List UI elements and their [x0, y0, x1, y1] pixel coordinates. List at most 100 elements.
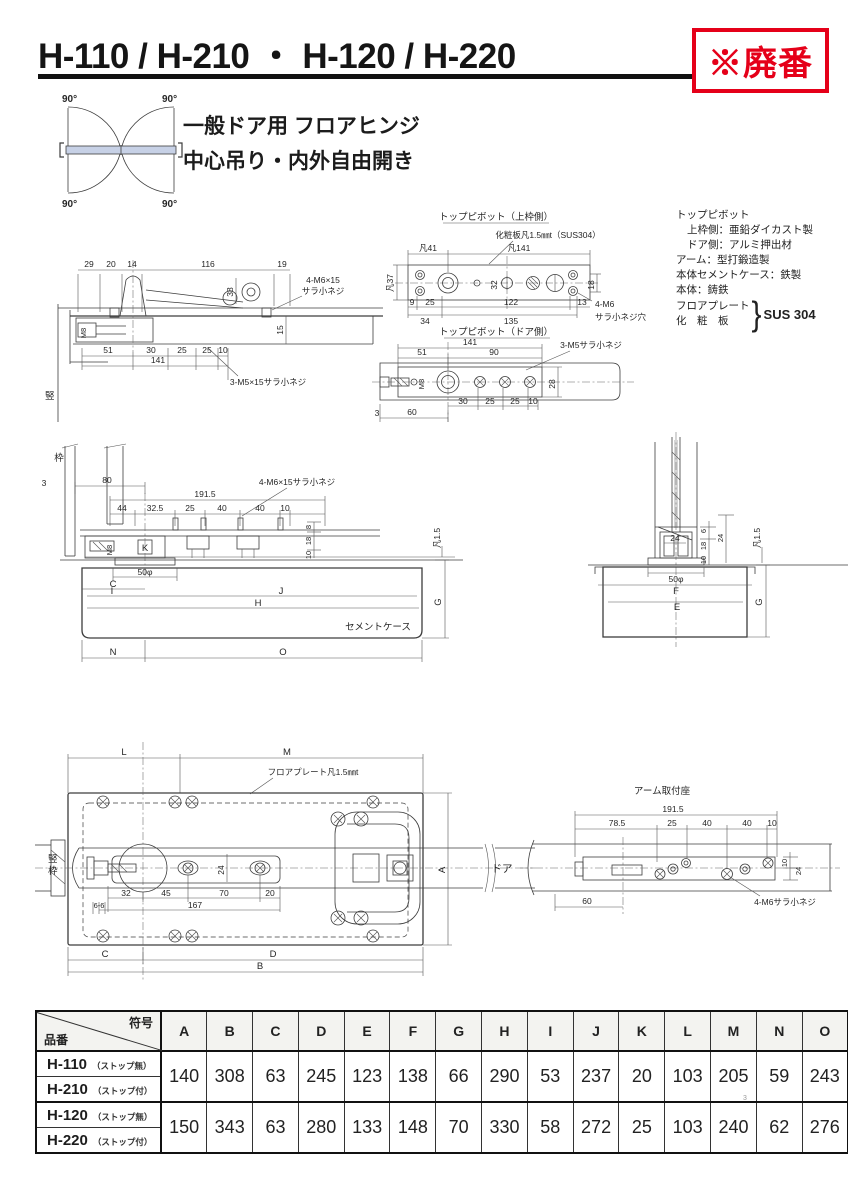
model-name: H-110: [47, 1055, 88, 1073]
dim-label: 32: [121, 888, 131, 898]
dim-label: 50φ: [138, 567, 153, 577]
dim-label: 25: [177, 345, 187, 355]
dim-label: J: [279, 586, 284, 597]
dim-label: 40: [217, 503, 227, 513]
dim-value: 150: [160, 1101, 208, 1154]
dim-label: 18: [304, 537, 313, 545]
model-cell: H-220（ストップ付）: [35, 1127, 162, 1154]
dim-label: 40: [255, 503, 265, 513]
plate-screws: [96, 795, 380, 943]
col-header: H: [481, 1010, 528, 1052]
dim-value: 103: [664, 1050, 712, 1103]
dimension-lines: [393, 250, 601, 318]
dim-value: 66: [435, 1050, 483, 1103]
table-row: H-220（ストップ付）: [35, 1127, 848, 1154]
plate-note: 凡1.5: [752, 528, 762, 549]
drawing-head-section: 29 20 14 116 19 38 15 51 30 25 25 10 141…: [45, 259, 383, 422]
sus-grade: SUS 304: [763, 306, 816, 322]
dim-label: 10: [280, 503, 290, 513]
screw-note: 4-M6サラ小ネジ: [754, 897, 816, 907]
materials-spec: トップピボット 上枠側：亜鉛ダイカスト製 ドア側：アルミ押出材 アーム：型打鍛造…: [676, 208, 848, 331]
dim-label: 凡141: [508, 243, 531, 253]
frame-lines: [57, 304, 383, 422]
col-header: L: [664, 1010, 712, 1052]
thread-label: M8: [417, 379, 426, 389]
dim-label: 50φ: [669, 574, 684, 584]
dim-value: 53: [526, 1050, 574, 1103]
col-header: J: [572, 1010, 620, 1052]
dim-label: 51: [103, 345, 113, 355]
model-note: （ストップ付）: [92, 1085, 153, 1096]
col-header: B: [206, 1010, 254, 1052]
dim-label: 29: [84, 259, 94, 269]
frame-label: 枠: [54, 452, 64, 464]
dim-value: 243: [801, 1050, 848, 1103]
door-and-pin: [647, 432, 705, 647]
drawing-floor-section: 枠 3 80 4-M6×15サラ小ネジ 191.5 44 32.5 25 40 …: [42, 443, 463, 662]
corner-label-model: 品番: [44, 1033, 69, 1047]
dim-label: 60: [407, 407, 417, 417]
dim-label: 14: [127, 259, 137, 269]
screw-note: 4-M6: [595, 299, 615, 309]
dim-value: 63: [252, 1050, 299, 1103]
dim-label: E: [674, 602, 680, 613]
dim-label: 44: [117, 503, 127, 513]
col-header: E: [343, 1010, 391, 1052]
dimension-lines: [598, 514, 770, 638]
drawing-title: アーム取付座: [634, 785, 691, 797]
drawing-bottom-pivot-section: 24 6 18 10 24 凡1.5 50φ F E G: [588, 432, 848, 647]
dim-label: 141: [463, 337, 477, 347]
dimension-lines: [74, 482, 449, 662]
dim-label: 167: [188, 900, 202, 910]
dim-label: 18: [699, 542, 708, 550]
dim-label: 9: [410, 297, 415, 307]
dimension-lines-top: [67, 754, 424, 795]
material-line: ドア側：アルミ押出材: [687, 239, 792, 251]
dim-label: 24: [794, 867, 803, 875]
dim-label: 10: [218, 345, 228, 355]
hinge-body: [75, 260, 272, 352]
door-outline: [35, 742, 535, 982]
dim-label: 24: [216, 865, 226, 875]
dim-value: 272: [572, 1101, 620, 1154]
discontinued-badge: ※廃番: [692, 28, 829, 93]
dim-label: 10: [304, 551, 313, 559]
dim-label: I: [111, 586, 114, 597]
model-note: （ストップ無）: [92, 1060, 152, 1071]
thread-label: M8: [79, 328, 88, 338]
dim-label: 135: [504, 316, 518, 326]
page-title: H-110 / H-210 ・ H-120 / H-220: [38, 37, 516, 76]
dim-label: 141: [151, 355, 165, 365]
table-row: H-120（ストップ無） 150 343 63 280 133 148 70 3…: [35, 1101, 848, 1154]
dim-label: 19: [277, 259, 287, 269]
dim-label: 10: [699, 556, 708, 564]
seat-screws: [654, 857, 774, 880]
swing-arcs: [67, 106, 175, 194]
spindle-label: K: [142, 543, 149, 554]
material-line: 上枠側：亜鉛ダイカスト製: [687, 224, 813, 236]
arm-plan: [330, 811, 421, 926]
dim-label: 25: [185, 503, 195, 513]
corner-label-symbol: 符号: [128, 1016, 153, 1030]
door-swing-diagram: 90° 90° 90° 90°: [59, 94, 183, 210]
dim-label: 18: [586, 280, 596, 290]
part-label: セメントケース: [345, 622, 411, 633]
col-header: O: [801, 1010, 848, 1052]
material-line: フロアプレート: [676, 300, 750, 312]
col-header: F: [389, 1010, 437, 1052]
col-header: G: [435, 1010, 483, 1052]
drawing-arm-seat: アーム取付座 191.5 78.5 25 40 40 10 10 24 60 4…: [520, 785, 840, 914]
col-header: C: [252, 1010, 299, 1052]
floor-and-case: [588, 564, 848, 638]
dim-value: 290: [481, 1050, 528, 1103]
dim-label: 25: [510, 396, 520, 406]
dim-label: 40: [702, 818, 712, 828]
model-name: H-210: [47, 1080, 88, 1098]
dim-label: 32.5: [147, 503, 164, 513]
table-row: H-210 （ストップ付）: [35, 1076, 848, 1103]
angle-bottom-left: 90°: [62, 199, 77, 210]
dim-value: 245: [297, 1050, 345, 1103]
dim-value: 59: [755, 1050, 803, 1103]
frame-label: 竪: [45, 391, 55, 402]
